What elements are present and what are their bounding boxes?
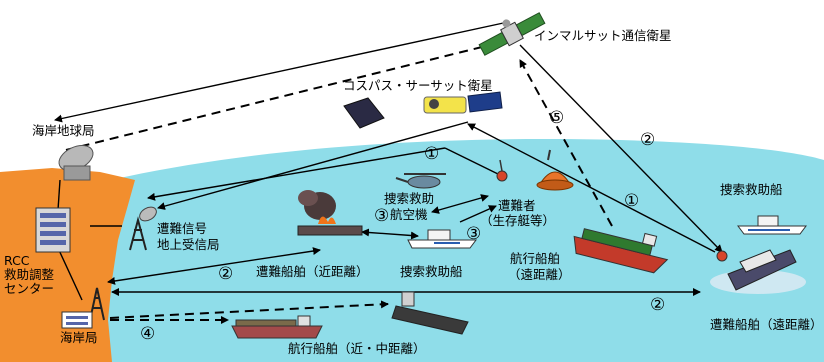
link-passing-far-to-inmarsat: [519, 59, 613, 227]
sar-ship-near-icon: [407, 229, 477, 249]
sar-ship-far-icon: [737, 215, 807, 235]
label-survivor-line2: （生存艇等）: [480, 213, 556, 228]
label-sar-ship-near: 捜索救助船: [400, 264, 463, 279]
link-cospas-to-ground-station: [157, 121, 469, 210]
label-distress-ship-near: 遭難船舶（近距離）: [256, 264, 369, 279]
coast-station-icon: [61, 287, 105, 329]
marker-1-survivor: ①: [424, 144, 440, 164]
label-passing-ship-near-mid: 航行船舶（近・中距離）: [288, 341, 426, 356]
marker-3-survivor: ③: [466, 224, 482, 244]
label-rcc-line2: 救助調整: [4, 267, 55, 282]
marker-2-far: ②: [650, 295, 666, 315]
land-area: [0, 168, 135, 362]
link-survivor-to-cospas-2: [147, 147, 446, 201]
marker-2-inmarsat: ②: [640, 130, 656, 150]
life-raft-icon: [496, 149, 574, 191]
passing-ship-mid-2-icon: [391, 291, 469, 335]
distress-ship-far-icon: [710, 249, 806, 294]
link-coast-station-distress-near: [107, 247, 321, 285]
rcc-building-icon: [35, 207, 71, 253]
label-inmarsat-satellite: インマルサット通信衛星: [534, 28, 672, 43]
marker-5: ⑤: [549, 108, 565, 128]
marker-1-distress-far: ①: [624, 191, 640, 211]
inmarsat-satellite-icon: [478, 12, 546, 56]
cospas-satellite-icon: [343, 91, 503, 129]
label-sar-aircraft-line1: 捜索救助: [384, 191, 435, 206]
label-coast-earth-station: 海岸地球局: [32, 123, 95, 138]
link-aircraft-survivor: [431, 194, 489, 214]
helicopter-icon: [395, 173, 446, 189]
label-cospas-sarsat-satellite: コスパス・サーサット衛星: [343, 78, 493, 93]
label-distress-ship-far: 遭難船舶（遠距離）: [710, 317, 823, 332]
link-distress-near-sar-ship: [361, 228, 419, 240]
label-coast-station: 海岸局: [60, 330, 98, 345]
marker-4: ④: [140, 324, 156, 344]
label-sar-aircraft-line2: 航空機: [390, 207, 428, 222]
burning-ship-icon: [297, 190, 363, 236]
label-rcc-line1: RCC: [4, 253, 30, 268]
sea-area: [0, 139, 824, 362]
label-ground-station-line1: 遭難信号: [157, 221, 208, 236]
marker-3-aircraft: ③: [374, 206, 390, 226]
label-passing-ship-far-line1: 航行船舶: [510, 251, 561, 266]
label-rcc-line3: センター: [4, 281, 55, 296]
link-inmarsat-to-earth-station: [54, 21, 509, 123]
passing-ship-mid-1-icon: [231, 315, 323, 339]
link-distress-far-to-cospas: [467, 123, 716, 253]
link-coast-station-passing-2: [109, 300, 389, 319]
passing-ship-far-icon: [573, 228, 669, 274]
label-sar-ship-far: 捜索救助船: [720, 182, 783, 197]
link-earth-station-to-inmarsat: [65, 42, 491, 151]
label-passing-ship-far-line2: （遠距離）: [508, 267, 571, 282]
link-earth-station-rcc: [57, 179, 61, 211]
earth-station-dish-icon: [58, 144, 94, 181]
link-survivor-to-cospas: [444, 147, 501, 176]
link-inmarsat-to-distress-far: [519, 44, 723, 253]
link-rcc-coast-station: [57, 247, 83, 301]
link-sar-ship-survivor: [459, 205, 497, 223]
label-survivor-line1: 遭難者: [498, 198, 536, 213]
label-ground-station-line2: 地上受信局: [157, 237, 220, 252]
ground-station-antenna-icon: [129, 206, 157, 251]
marker-2-near: ②: [218, 264, 234, 284]
